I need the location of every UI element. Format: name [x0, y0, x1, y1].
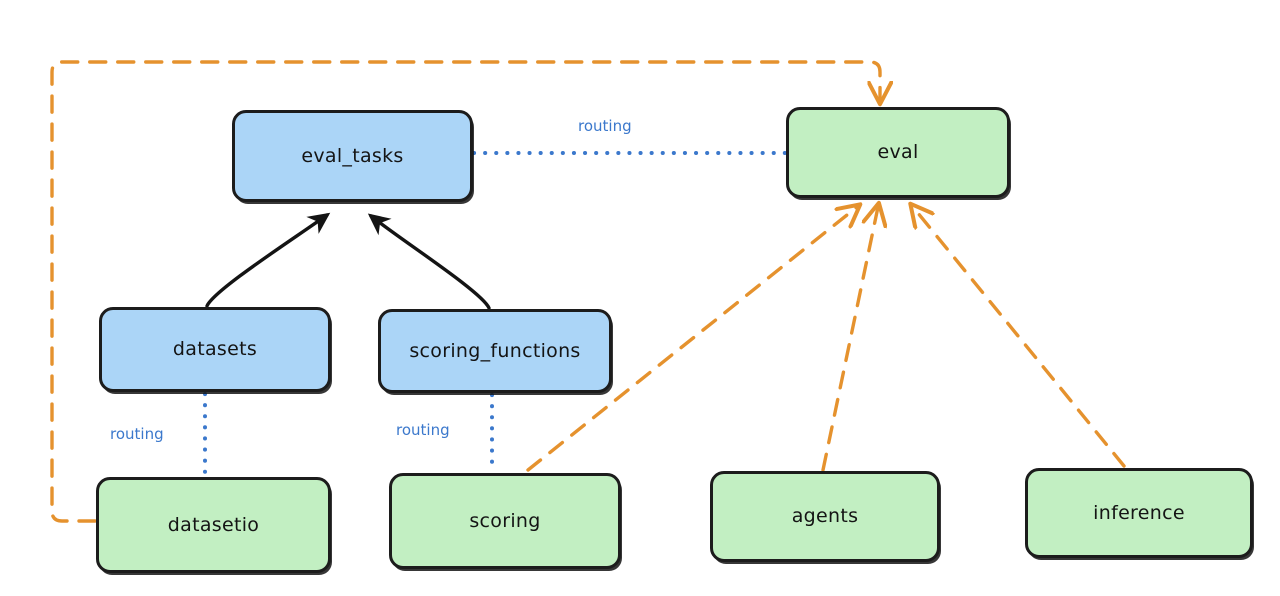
node-inference[interactable]: inference [1025, 468, 1253, 558]
node-eval-tasks[interactable]: eval_tasks [232, 110, 473, 202]
node-label: scoring_functions [409, 339, 581, 362]
node-label: inference [1093, 501, 1185, 524]
edge-datasetio-to-eval [50, 60, 880, 523]
edge-agents-to-eval [821, 207, 878, 472]
node-label: scoring [469, 509, 541, 532]
edge-scoring-to-eval [526, 207, 857, 472]
edge-datasets-to-eval-tasks [205, 212, 331, 308]
node-label: eval_tasks [301, 144, 404, 167]
node-label: agents [791, 505, 859, 528]
edge-label-routing-eval: routing [578, 117, 632, 135]
node-scoring-functions[interactable]: scoring_functions [378, 309, 612, 393]
edge-scoring-functions-to-eval-tasks [367, 213, 491, 310]
node-datasetio[interactable]: datasetio [96, 477, 331, 573]
node-eval[interactable]: eval [786, 107, 1010, 198]
node-scoring[interactable]: scoring [389, 473, 621, 569]
node-label: datasets [172, 338, 258, 361]
node-label: datasetio [167, 513, 260, 536]
edge-inference-to-eval [913, 207, 1126, 468]
node-label: eval [877, 141, 919, 164]
node-datasets[interactable]: datasets [99, 307, 331, 392]
edge-label-routing-datasets: routing [110, 425, 164, 443]
edge-label-routing-scoring-functions: routing [396, 421, 450, 439]
node-agents[interactable]: agents [710, 471, 940, 562]
